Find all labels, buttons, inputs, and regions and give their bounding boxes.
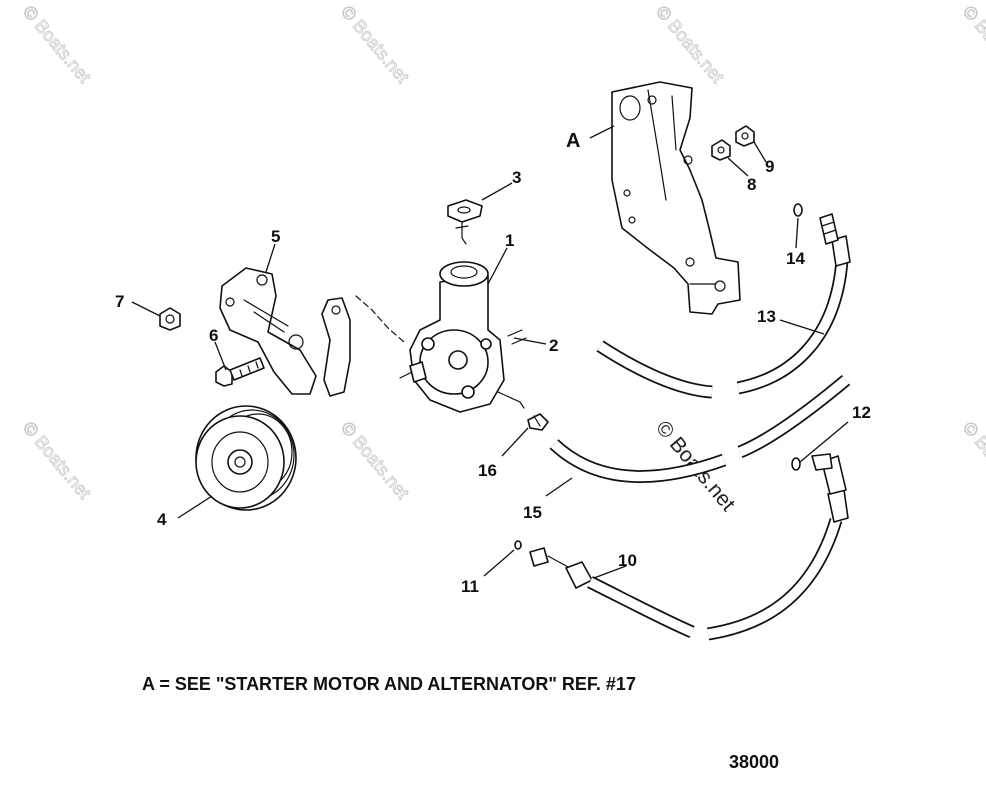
callout-5: 5 — [271, 227, 280, 246]
callout-8: 8 — [747, 175, 756, 194]
callout-1: 1 — [505, 231, 514, 250]
callout-11: 11 — [461, 577, 479, 596]
bracket-a — [611, 81, 741, 315]
callout-14: 14 — [786, 249, 805, 268]
footnote: A = SEE "STARTER MOTOR AND ALTERNATOR" R… — [142, 674, 636, 694]
callout-4: 4 — [157, 510, 167, 529]
callout-6: 6 — [209, 326, 218, 345]
callout-16: 16 — [478, 461, 497, 480]
nut-7 — [159, 307, 181, 331]
watermark-1: © Boats.net — [19, 2, 95, 87]
nut-9 — [735, 125, 755, 147]
watermark-5: © Boats.net — [19, 418, 95, 503]
watermark-4: © Boats.net — [959, 2, 986, 87]
reservoir-cap — [447, 199, 483, 245]
callout-labels: 1 2 3 4 5 6 7 8 9 10 11 12 13 14 15 16 A — [115, 130, 871, 596]
callout-2: 2 — [549, 336, 558, 355]
watermark-3: © Boats.net — [652, 2, 728, 87]
watermark-6: © Boats.net — [337, 418, 413, 503]
bolt-6 — [215, 357, 265, 387]
callout-12: 12 — [852, 403, 871, 422]
callout-3: 3 — [512, 168, 521, 187]
watermark-7: © Boats.net — [959, 418, 986, 503]
power-steering-pump — [399, 261, 527, 413]
reference-number: 38000 — [729, 752, 779, 772]
hose-13 — [596, 213, 851, 399]
pump-bracket — [219, 267, 405, 397]
callout-9: 9 — [765, 157, 774, 176]
callout-a: A — [566, 130, 580, 152]
callout-15: 15 — [523, 503, 542, 522]
leader-lines — [131, 125, 849, 579]
oring-14 — [793, 203, 803, 217]
watermark-2: © Boats.net — [337, 2, 413, 87]
callout-10: 10 — [618, 551, 637, 570]
pulley — [195, 405, 297, 511]
oring-11 — [514, 540, 522, 550]
callout-7: 7 — [115, 292, 124, 311]
oring-12 — [791, 457, 801, 471]
clip-16 — [527, 413, 549, 431]
callout-13: 13 — [757, 307, 776, 326]
nut-8 — [711, 139, 731, 161]
hose-10 — [529, 453, 849, 641]
hose-15 — [549, 375, 851, 483]
